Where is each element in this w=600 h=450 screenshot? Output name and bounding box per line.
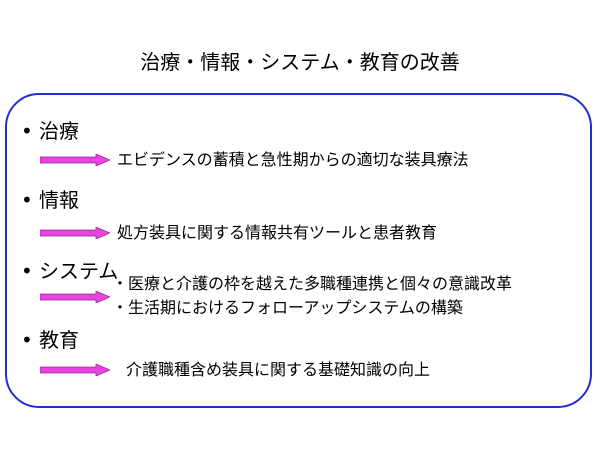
description-text: 介護職種含め装具に関する基礎知識の向上 xyxy=(126,360,431,379)
description-text: エビデンスの蓄積と急性期からの適切な装具療法 xyxy=(117,150,469,169)
heading-label: 情報 xyxy=(39,188,79,212)
content-box xyxy=(5,93,592,408)
description-text: ・医療と介護の枠を越えた多職種連携と個々の意識改革 xyxy=(112,274,513,293)
bullet-dot: • xyxy=(21,259,33,283)
heading-label: 教育 xyxy=(39,328,79,352)
bullet-dot: • xyxy=(21,119,33,143)
heading-label: システム xyxy=(39,259,119,283)
bullet-heading-information: •情報 xyxy=(21,188,79,212)
slide-title: 治療・情報・システム・教育の改善 xyxy=(140,50,460,74)
right-arrow-icon xyxy=(40,227,110,239)
description-text: 処方装具に関する情報共有ツールと患者教育 xyxy=(117,223,438,242)
bullet-heading-education: •教育 xyxy=(21,328,79,352)
bullet-dot: • xyxy=(21,188,33,212)
right-arrow-icon xyxy=(40,291,110,303)
bullet-dot: • xyxy=(21,328,33,352)
description-text: ・生活期におけるフォローアップシステムの構築 xyxy=(112,298,463,317)
right-arrow-icon xyxy=(40,364,110,376)
bullet-heading-treatment: •治療 xyxy=(21,119,79,143)
heading-label: 治療 xyxy=(39,119,79,143)
right-arrow-icon xyxy=(40,154,110,166)
bullet-heading-system: •システム xyxy=(21,259,118,283)
